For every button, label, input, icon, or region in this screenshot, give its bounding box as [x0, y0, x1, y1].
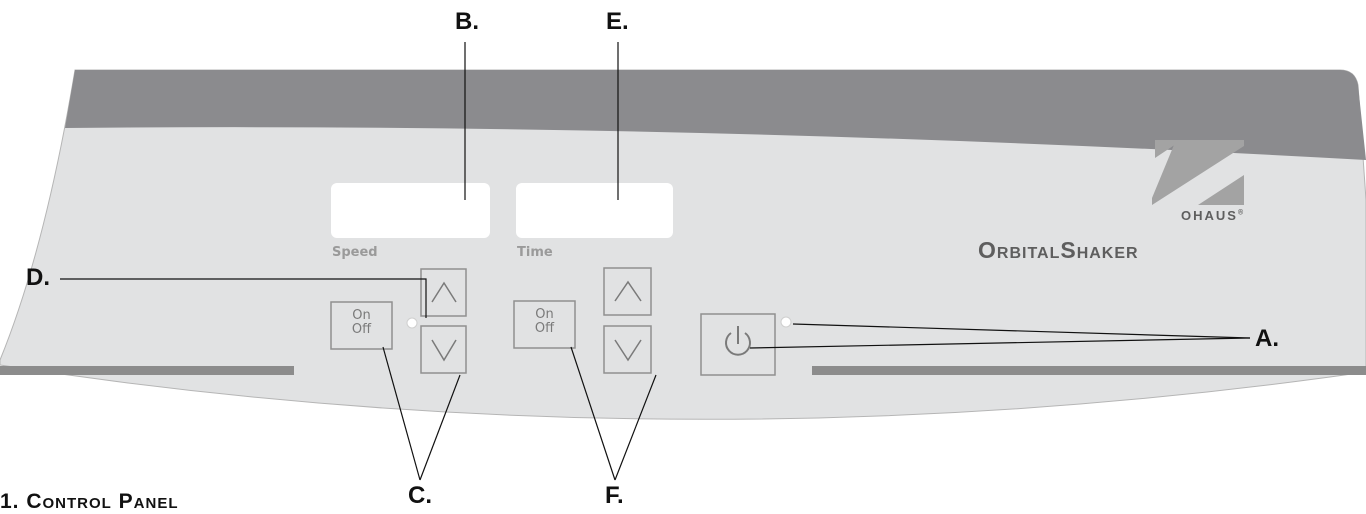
time-up-button — [603, 267, 652, 316]
speed-on-text: On — [352, 308, 371, 323]
speed-indicator-led — [406, 317, 418, 329]
chevron-up-icon — [614, 280, 642, 302]
speed-display — [331, 183, 490, 238]
accent-bar-right — [812, 366, 1366, 375]
time-label: Time — [517, 245, 553, 260]
callout-e: E. — [606, 8, 629, 35]
figure-caption: 1. Control Panel — [0, 490, 179, 513]
time-down-button — [603, 325, 652, 374]
panel-face — [0, 69, 1366, 420]
time-display — [516, 183, 673, 238]
time-onoff-button — [513, 300, 576, 349]
power-indicator-led — [780, 316, 792, 328]
registered-mark: ® — [1237, 209, 1246, 217]
panel-top-band — [65, 70, 1366, 160]
logo-text: OHAUS — [1181, 208, 1238, 223]
ohaus-logo-icon — [1152, 140, 1244, 205]
speed-down-button — [420, 325, 467, 374]
callout-b: B. — [455, 8, 479, 35]
speed-label: Speed — [332, 245, 378, 260]
callout-d: D. — [26, 264, 50, 291]
ohaus-logo-text: OHAUS® — [1181, 208, 1245, 223]
speed-up-button — [420, 268, 467, 317]
speed-off-text: Off — [351, 322, 372, 337]
callout-a: A. — [1255, 325, 1279, 352]
callout-c: C. — [408, 482, 432, 509]
chevron-down-icon — [614, 339, 642, 362]
product-name: OrbitalShaker — [978, 237, 1139, 263]
accent-bar-left — [0, 366, 294, 375]
speed-onoff-label[interactable]: On Off — [331, 309, 392, 337]
speed-onoff-button — [330, 301, 393, 350]
leader-lines — [60, 42, 1251, 481]
chevron-up-icon — [431, 281, 457, 303]
power-button — [700, 313, 776, 376]
time-onoff-label[interactable]: On Off — [514, 308, 575, 336]
callout-f: F. — [605, 482, 624, 509]
power-icon — [725, 332, 751, 356]
time-off-text: Off — [534, 321, 555, 336]
chevron-down-icon — [431, 339, 457, 362]
time-on-text: On — [535, 307, 554, 322]
